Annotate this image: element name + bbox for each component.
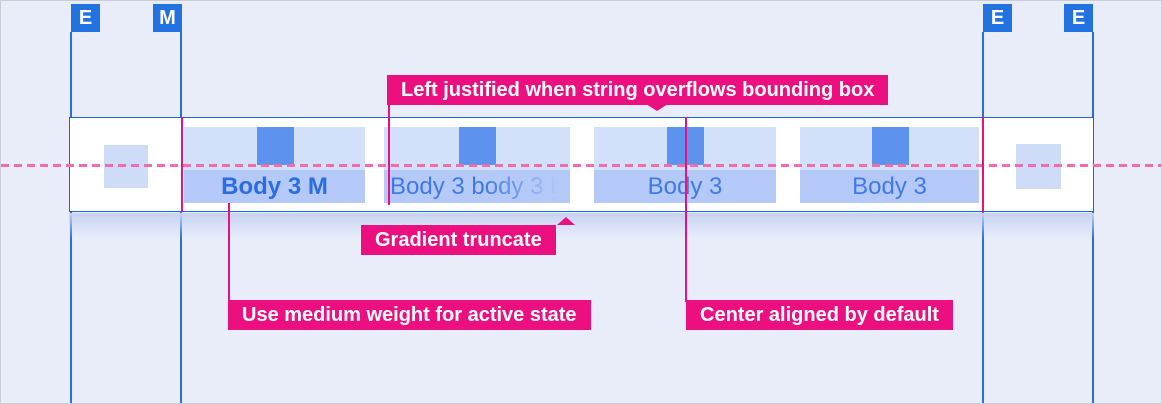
tab-icon	[256, 127, 294, 165]
margin-badge-e-left: E	[71, 4, 100, 32]
tab-label: Body 3 M	[184, 170, 365, 203]
annotation-line-left-justified	[388, 102, 390, 205]
baseline-dashed-line	[1, 164, 1161, 167]
tab-bar-shadow	[69, 213, 1094, 239]
tab-label: Body 3	[800, 170, 979, 203]
tab-icon-area	[384, 127, 570, 170]
annotation-label-gradient-truncate: Gradient truncate	[361, 225, 556, 255]
annotation-line-tab-start	[181, 117, 183, 212]
margin-badge-e-right-outer: E	[1064, 4, 1093, 32]
tab-item-4[interactable]: Body 3	[800, 127, 979, 203]
tab-item-overflow[interactable]: Body 3 body 3 b	[384, 127, 570, 203]
annotation-label-center-aligned: Center aligned by default	[686, 300, 953, 330]
gradient-fade-overlay	[484, 170, 570, 203]
annotation-line-edge	[982, 117, 984, 212]
annotation-line-active-state	[228, 203, 230, 302]
tab-icon	[459, 127, 496, 165]
tab-label: Body 3 body 3 b	[384, 170, 570, 203]
margin-badge-e-right-inner: E	[983, 4, 1012, 32]
annotation-line-center-aligned	[685, 117, 687, 302]
callout-pointer-down-icon	[646, 104, 668, 111]
margin-badge-m: M	[153, 4, 182, 32]
callout-pointer-up-icon	[557, 217, 575, 225]
tab-icon-area	[184, 127, 365, 170]
annotation-label-left-justified: Left justified when string overflows bou…	[387, 75, 889, 105]
tab-icon-area	[800, 127, 979, 170]
tab-item-active[interactable]: Body 3 M	[184, 127, 365, 203]
annotation-label-medium-weight: Use medium weight for active state	[228, 300, 591, 330]
tab-icon	[871, 127, 909, 165]
